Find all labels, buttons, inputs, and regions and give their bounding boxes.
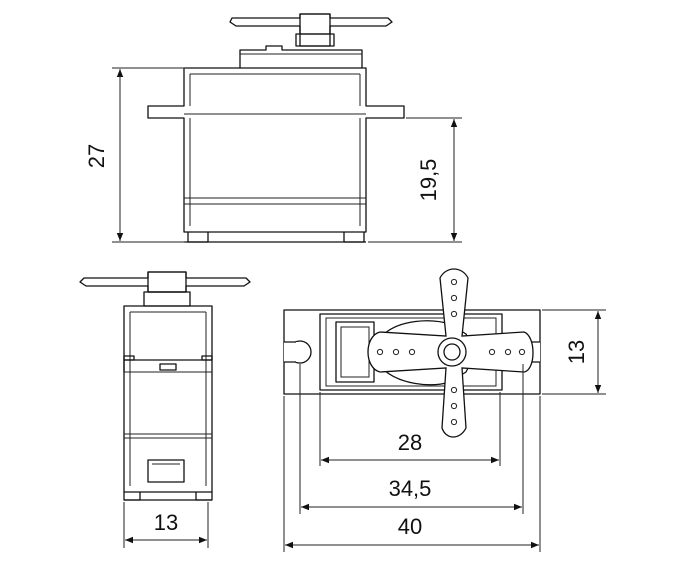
front-shaft-collar [295, 33, 335, 47]
dim-label-34-5: 34,5 [389, 476, 432, 501]
front-body [147, 67, 405, 233]
dim-label-28: 28 [398, 430, 422, 455]
top-view [283, 268, 541, 438]
dim-height-overall: 27 [84, 67, 186, 243]
front-gear-housing [239, 45, 363, 68]
dim-body-length: 28 [319, 392, 501, 466]
dim-height-body: 19,5 [368, 117, 462, 243]
front-shaft [299, 13, 331, 47]
dim-mount-hole-spacing: 34,5 [299, 364, 524, 514]
dim-label-13-side: 13 [154, 510, 178, 535]
dim-label-40: 40 [398, 514, 422, 539]
dim-label-13-top: 13 [564, 340, 589, 364]
dim-label-27: 27 [84, 144, 109, 168]
dim-overall-length: 40 [283, 396, 541, 552]
side-cable-exit [147, 459, 185, 483]
front-horn [229, 13, 393, 35]
front-view [147, 13, 405, 243]
side-view [79, 271, 251, 501]
side-shaft [147, 271, 187, 293]
dim-width-side: 13 [123, 502, 209, 548]
dim-label-19-5: 19,5 [416, 159, 441, 202]
dim-height-top: 13 [542, 309, 606, 395]
side-horn [79, 271, 251, 293]
side-body [123, 305, 213, 493]
